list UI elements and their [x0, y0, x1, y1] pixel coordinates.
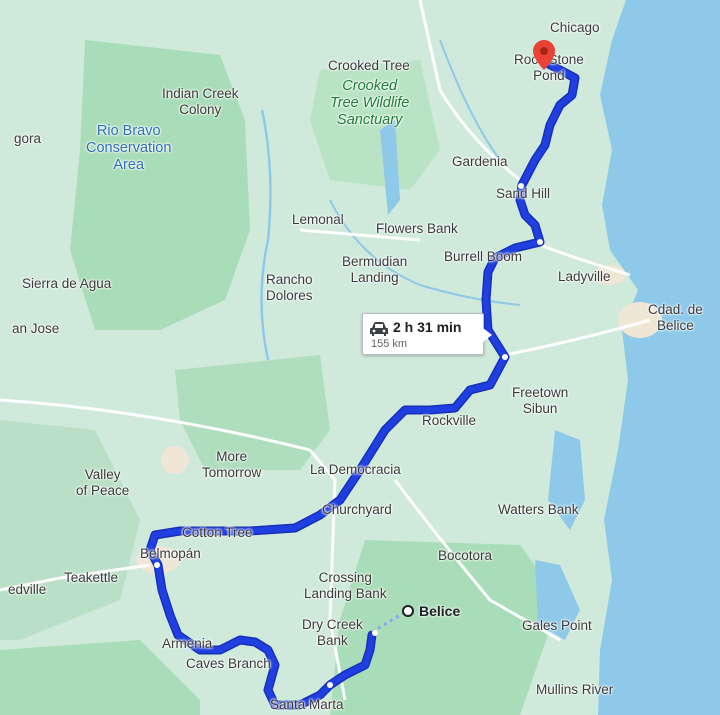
place-label-flowers-bank: Flowers Bank	[376, 221, 458, 236]
place-label-more-tomorrow: More Tomorrow	[202, 449, 262, 480]
route-line	[147, 59, 578, 708]
lagoon	[535, 560, 580, 640]
place-label-burrell-boom: Burrell Boom	[444, 249, 523, 264]
reserve-label-rio-bravo: Rio Bravo Conservation Area	[86, 123, 172, 173]
place-label-rockville: Rockville	[422, 413, 477, 428]
place-label-churchyard: Churchyard	[322, 502, 392, 517]
place-label-san-jose: an Jose	[12, 321, 60, 336]
sea	[598, 0, 720, 715]
destination-ring-icon	[402, 605, 414, 617]
route-waypoints	[154, 183, 543, 688]
place-label-rancho-dolores: Rancho Dolores	[266, 272, 313, 303]
forest-area	[175, 355, 330, 470]
place-label-ladyville: Ladyville	[558, 269, 611, 284]
place-label-indian-creek: Indian Creek Colony	[162, 86, 239, 117]
route-distance: 155 km	[371, 338, 408, 350]
town-area	[161, 446, 189, 474]
place-label-armenia: Armenia	[162, 636, 213, 651]
place-label-mullins-river: Mullins River	[536, 682, 614, 697]
place-label-belmopan: Belmopán	[140, 546, 201, 561]
river	[439, 39, 501, 161]
place-label-freetown-sibun: Freetown Sibun	[512, 385, 569, 416]
place-label-gora: gora	[14, 131, 42, 146]
place-label-sand-hill: Sand Hill	[496, 186, 551, 201]
forest-area	[330, 540, 560, 715]
place-label-sierra-de-agua: Sierra de Agua	[22, 276, 112, 291]
forest-area	[70, 40, 250, 330]
place-label-gardenia: Gardenia	[452, 154, 508, 169]
place-label-bermudian-landing: Bermudian Landing	[342, 254, 408, 285]
sanctuary-area	[310, 60, 440, 190]
forest-area	[0, 640, 200, 715]
place-label-lemonal: Lemonal	[292, 212, 344, 227]
place-label-watters-bank: Watters Bank	[498, 502, 579, 517]
car-icon	[369, 321, 389, 342]
place-label-valley-of-peace: Valley of Peace	[76, 467, 130, 498]
river	[260, 109, 272, 361]
place-label-santa-marta: Santa Marta	[270, 697, 344, 712]
destination-marker[interactable]: Belice	[402, 603, 460, 619]
place-label-dry-creek-bank: Dry Creek Bank	[302, 617, 363, 648]
place-label-bocotora: Bocotora	[438, 548, 493, 563]
place-label-edville: edville	[8, 582, 47, 597]
place-label-caves-branch: Caves Branch	[186, 656, 271, 671]
forest-area	[0, 420, 140, 640]
place-label-teakettle: Teakettle	[64, 570, 119, 585]
route-info-callout[interactable]: 2 h 31 min 155 km	[362, 313, 492, 355]
place-label-la-democracia: La Democracia	[310, 462, 401, 477]
map-pin-icon[interactable]	[533, 40, 555, 75]
place-label-chicago: Chicago	[550, 20, 600, 35]
place-label-cotton-tree: Cotton Tree	[182, 525, 253, 540]
park-label-crooked-tree-sanctuary: Crooked Tree Wildlife Sanctuary	[330, 78, 410, 128]
lagoon	[548, 430, 585, 530]
road-network	[0, 0, 651, 701]
route-duration: 2 h 31 min	[393, 319, 462, 335]
lagoon	[380, 120, 400, 215]
place-label-crossing-landing-bank: Crossing Landing Bank	[304, 570, 387, 601]
town-area	[618, 302, 662, 338]
destination-label: Belice	[419, 603, 461, 619]
place-label-cdad-belice: Cdad. de Belice	[648, 302, 703, 333]
place-label-gales-point: Gales Point	[522, 618, 592, 633]
place-label-crooked-tree: Crooked Tree	[328, 58, 410, 73]
